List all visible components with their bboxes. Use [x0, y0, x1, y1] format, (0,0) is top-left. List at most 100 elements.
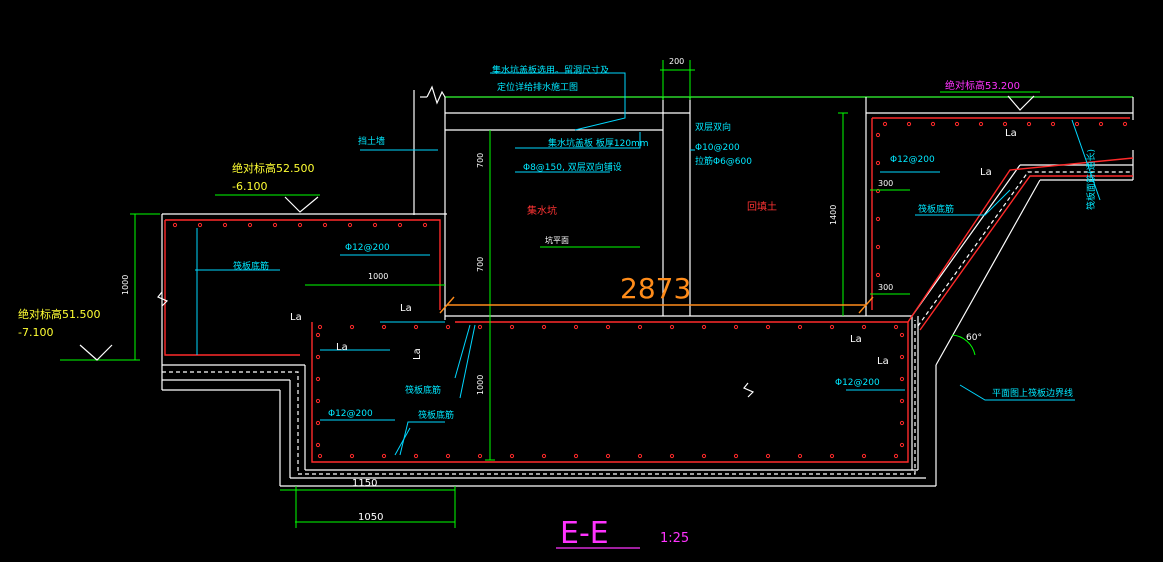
raft-note-right: 筏板面筋(通长) [1085, 149, 1097, 210]
rebar-dot [347, 222, 353, 228]
section-title: E-E [560, 516, 609, 551]
dim-1000-left: 1000 [121, 275, 130, 295]
slab-bottom-rebar-b: 筏板底筋 [405, 384, 441, 396]
rebar-lines [164, 117, 1134, 463]
angle-label: 60° [966, 333, 982, 343]
rebar-dot [477, 453, 483, 459]
dim-1000-horiz: 1000 [368, 272, 388, 281]
rebar-dot [765, 324, 771, 330]
rebar-dot [315, 442, 321, 448]
rebar-dot [829, 453, 835, 459]
dim-200: 200 [669, 57, 684, 66]
dim-300-b: 300 [878, 283, 893, 292]
la-5: La [850, 334, 862, 345]
rebar-dot [930, 121, 936, 127]
rebar-dot [349, 453, 355, 459]
rebar-dot [893, 453, 899, 459]
rebar-dot [477, 324, 483, 330]
leader-lines [195, 72, 1101, 456]
tie-rebar: 拉筋Φ6@600 [695, 155, 752, 167]
rebar-dot [297, 222, 303, 228]
elev-left-bottom-relative: -7.100 [18, 326, 53, 339]
rebar-dot [315, 398, 321, 404]
rebar-dot [372, 222, 378, 228]
slope-note: 平面图上筏板边界线 [992, 387, 1073, 399]
rebar-dot [197, 222, 203, 228]
rebar-dot [509, 453, 515, 459]
rebar-dot [317, 324, 323, 330]
dim-1050: 1050 [358, 512, 383, 523]
la-6: La [877, 356, 889, 367]
section-scale: 1:25 [660, 531, 689, 546]
rebar-dot [875, 216, 881, 222]
la-7: La [1005, 128, 1017, 139]
double-layer-label: 双层双向 [695, 121, 731, 133]
slab-top-rebar: 筏板底筋 [418, 409, 454, 421]
rebar-dot [445, 324, 451, 330]
rebar-dot [397, 222, 403, 228]
sump-note-2: 定位详给排水施工图 [497, 81, 578, 93]
rebar-dot [381, 324, 387, 330]
rebar-dot [573, 453, 579, 459]
rebar-dot [317, 453, 323, 459]
backfill-label: 回填土 [747, 200, 777, 213]
rebar-dot [1026, 121, 1032, 127]
rebar-dot [861, 324, 867, 330]
rebar-dot [605, 324, 611, 330]
slab-rebar-c: 筏板底筋 [918, 203, 954, 215]
sump-cover-rebar: Φ8@150, 双层双向铺设 [523, 161, 622, 173]
rebar-dot [1122, 121, 1128, 127]
dimension-lines [60, 60, 1040, 528]
rebar-dot [875, 188, 881, 194]
rebar-dot [797, 453, 803, 459]
rebar-dot [445, 453, 451, 459]
rebar-dot [701, 453, 707, 459]
rebar-dot [605, 453, 611, 459]
main-dimension [439, 296, 874, 314]
rebar-dot [422, 222, 428, 228]
la-2: La [290, 312, 302, 323]
rebar-dot [315, 332, 321, 338]
rebar-dot [797, 324, 803, 330]
rebar-dot [899, 332, 905, 338]
rebar-dot [247, 222, 253, 228]
rebar-dot [573, 324, 579, 330]
rebar-dot [899, 376, 905, 382]
rebar-dot [1098, 121, 1104, 127]
rebar-dot [733, 324, 739, 330]
dim-1000-mid: 1000 [476, 375, 485, 395]
dim-1150: 1150 [352, 478, 377, 489]
waterproof-layer [162, 171, 1133, 475]
break-marks [157, 291, 755, 398]
sump-note-1: 集水坑盖板选用。留洞尺寸及 [492, 64, 609, 76]
rebar-dot [637, 324, 643, 330]
big-dim-2873: 2873 [620, 272, 691, 305]
slab-bottom-rebar-a: 筏板底筋 [233, 260, 269, 272]
rebar-dot [172, 222, 178, 228]
elev-right-top-label: 绝对标高53.200 [945, 79, 1020, 92]
rebar-dot [899, 398, 905, 404]
elevation-markers [79, 95, 1035, 361]
rebar-dot [829, 324, 835, 330]
la-1: La [400, 303, 412, 314]
rebar-dot [899, 420, 905, 426]
rebar-dot [701, 324, 707, 330]
elev-left-top-label: 绝对标高52.500 [232, 161, 315, 175]
dim-300-a: 300 [878, 179, 893, 188]
elev-left-bottom-label: 绝对标高51.500 [18, 307, 101, 321]
rebar-dot [875, 244, 881, 250]
rebar-dot [861, 453, 867, 459]
rebar-dot [875, 132, 881, 138]
retaining-wall-label: 挡土墙 [358, 135, 385, 147]
rebar-dot [272, 222, 278, 228]
dim-1400: 1400 [829, 205, 838, 225]
rebar-dot [875, 160, 881, 166]
rebar-dot [322, 222, 328, 228]
rebar-dot [906, 121, 912, 127]
rebar-12-200-c: Φ12@200 [835, 378, 880, 388]
rebar-dot [349, 324, 355, 330]
sump-cover-label: 集水坑盖板 板厚120mm [548, 137, 649, 149]
rebar-dot [669, 453, 675, 459]
